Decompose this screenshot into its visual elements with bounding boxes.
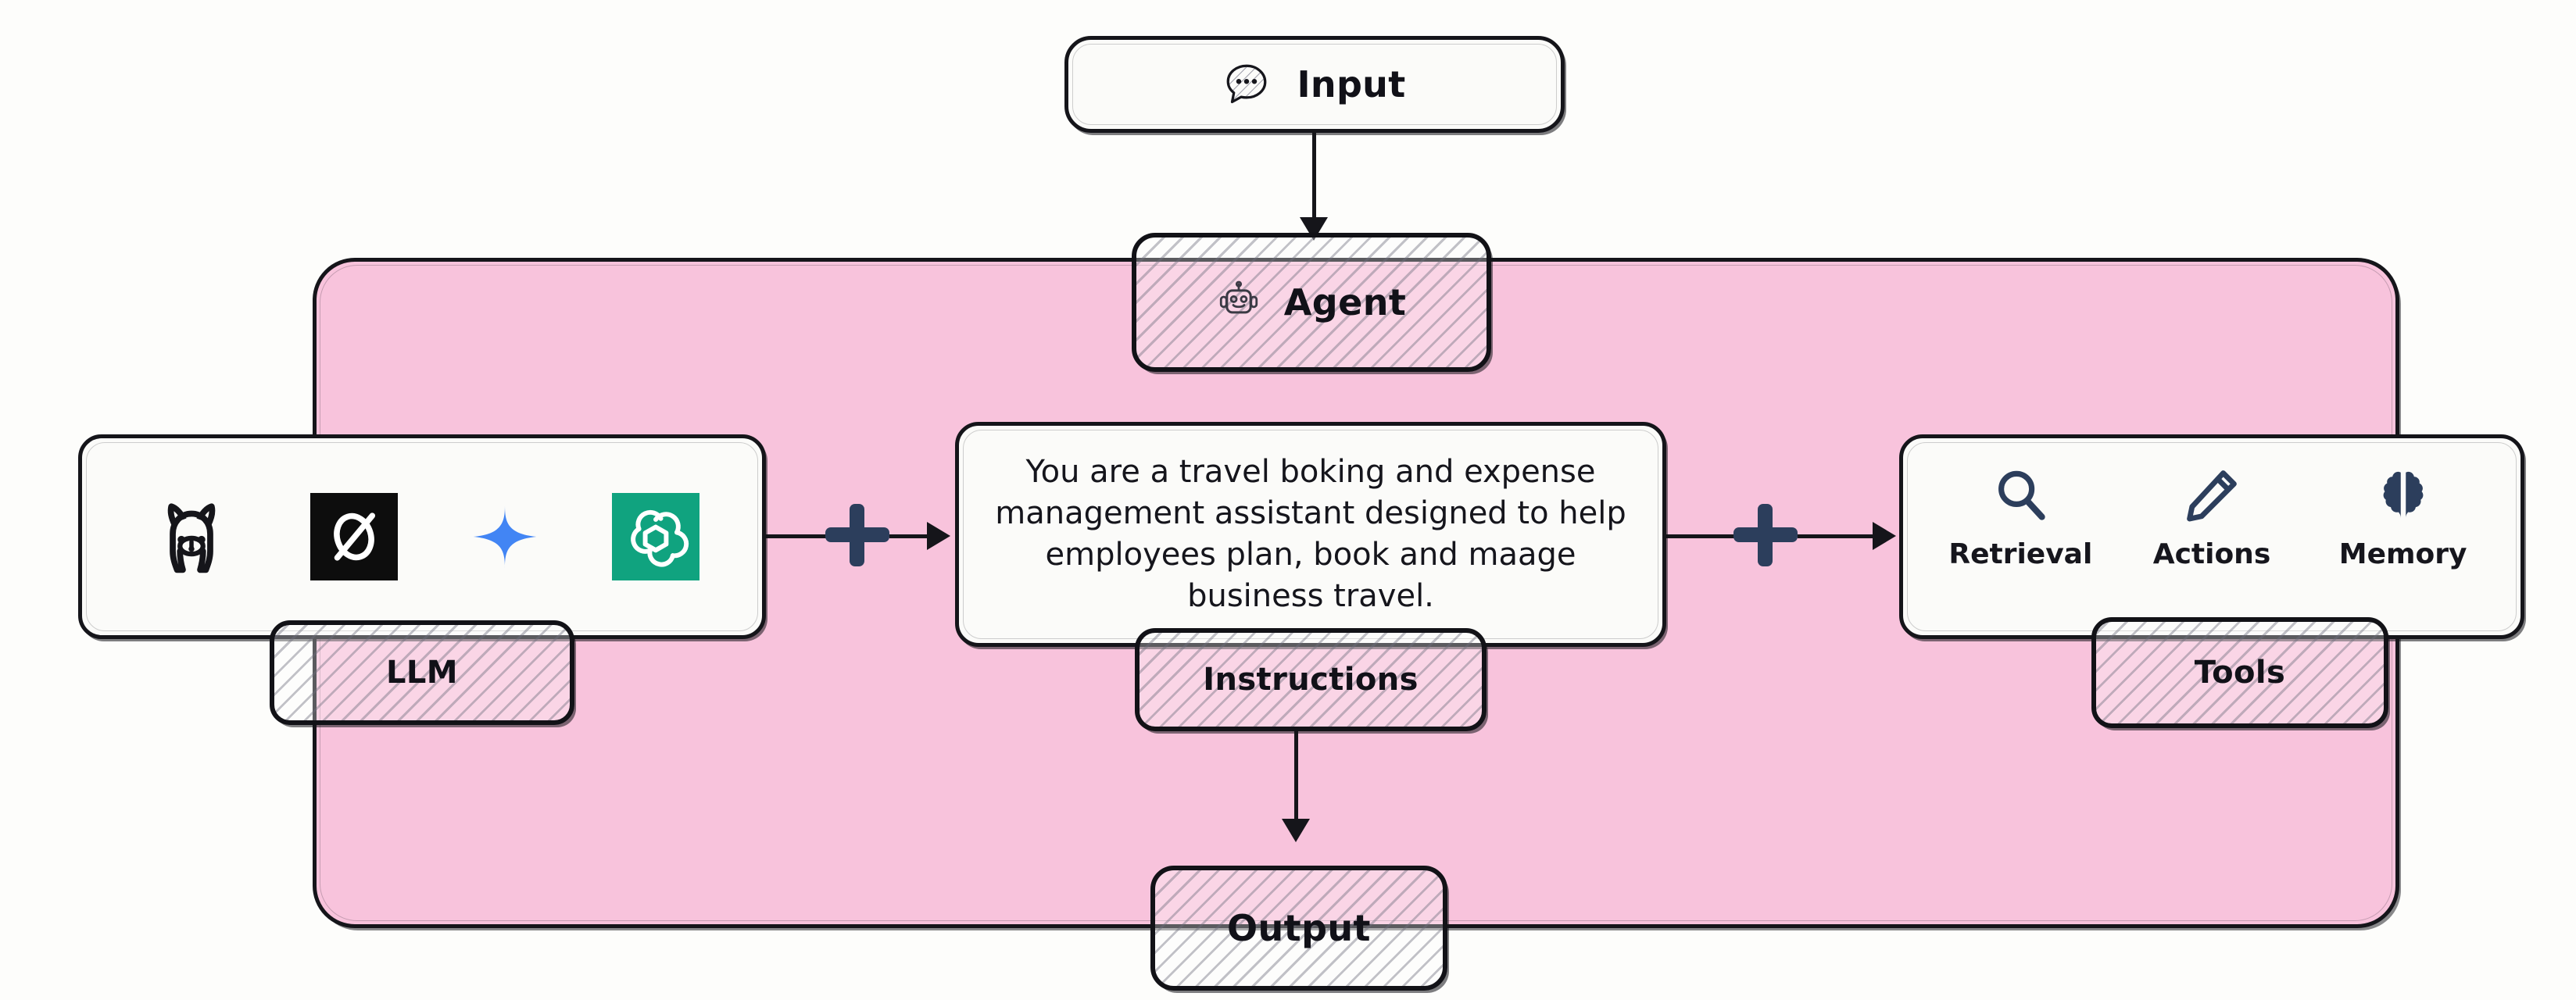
plus-operator-1 [825, 504, 889, 566]
brain-icon [2373, 465, 2434, 526]
plus-operator-2 [1733, 504, 1798, 566]
agent-chip[interactable]: Agent [1132, 233, 1491, 372]
tools-chip[interactable]: Tools [2091, 617, 2388, 728]
tool-label: Retrieval [1948, 538, 2093, 570]
arrowhead-output [1282, 819, 1310, 842]
magnifier-icon [1990, 465, 2051, 526]
connector-input-agent [1312, 133, 1316, 223]
llm-chip-label: LLM [386, 655, 458, 691]
pencil-icon [2181, 465, 2242, 526]
instructions-card[interactable]: You are a travel boking and expense mana… [955, 422, 1666, 647]
input-label: Input [1297, 63, 1406, 105]
openai-icon [611, 493, 699, 580]
llm-chip[interactable]: LLM [270, 620, 574, 725]
connector-plus-tools [1798, 534, 1876, 538]
tools-chip-label: Tools [2194, 655, 2286, 691]
connector-plus-instructions [889, 534, 930, 538]
robot-icon [1217, 280, 1261, 324]
llm-card[interactable] [78, 434, 766, 639]
tool-actions[interactable]: Actions [2130, 465, 2294, 570]
tool-retrieval[interactable]: Retrieval [1938, 465, 2102, 570]
chat-bubble-icon [1223, 61, 1270, 108]
instructions-chip[interactable]: Instructions [1135, 628, 1487, 731]
arrowhead-instructions [927, 522, 950, 550]
tool-label: Actions [2152, 538, 2271, 570]
output-chip[interactable]: Output [1150, 866, 1447, 991]
mistral-icon [309, 493, 398, 580]
tools-card[interactable]: Retrieval Actions Memory [1899, 434, 2524, 639]
arrowhead-tools [1873, 522, 1896, 550]
connector-llm-plus [766, 534, 828, 538]
output-label: Output [1227, 907, 1371, 949]
tool-memory[interactable]: Memory [2321, 465, 2485, 570]
input-node[interactable]: Input [1064, 36, 1565, 133]
gemini-icon [470, 502, 539, 571]
instructions-chip-label: Instructions [1203, 662, 1419, 698]
instructions-text: You are a travel boking and expense mana… [995, 453, 1626, 615]
agent-label: Agent [1283, 281, 1407, 323]
connector-instructions-output [1294, 731, 1298, 827]
connector-instructions-plus [1666, 534, 1737, 538]
llama-icon [145, 491, 238, 583]
tool-label: Memory [2338, 538, 2467, 570]
